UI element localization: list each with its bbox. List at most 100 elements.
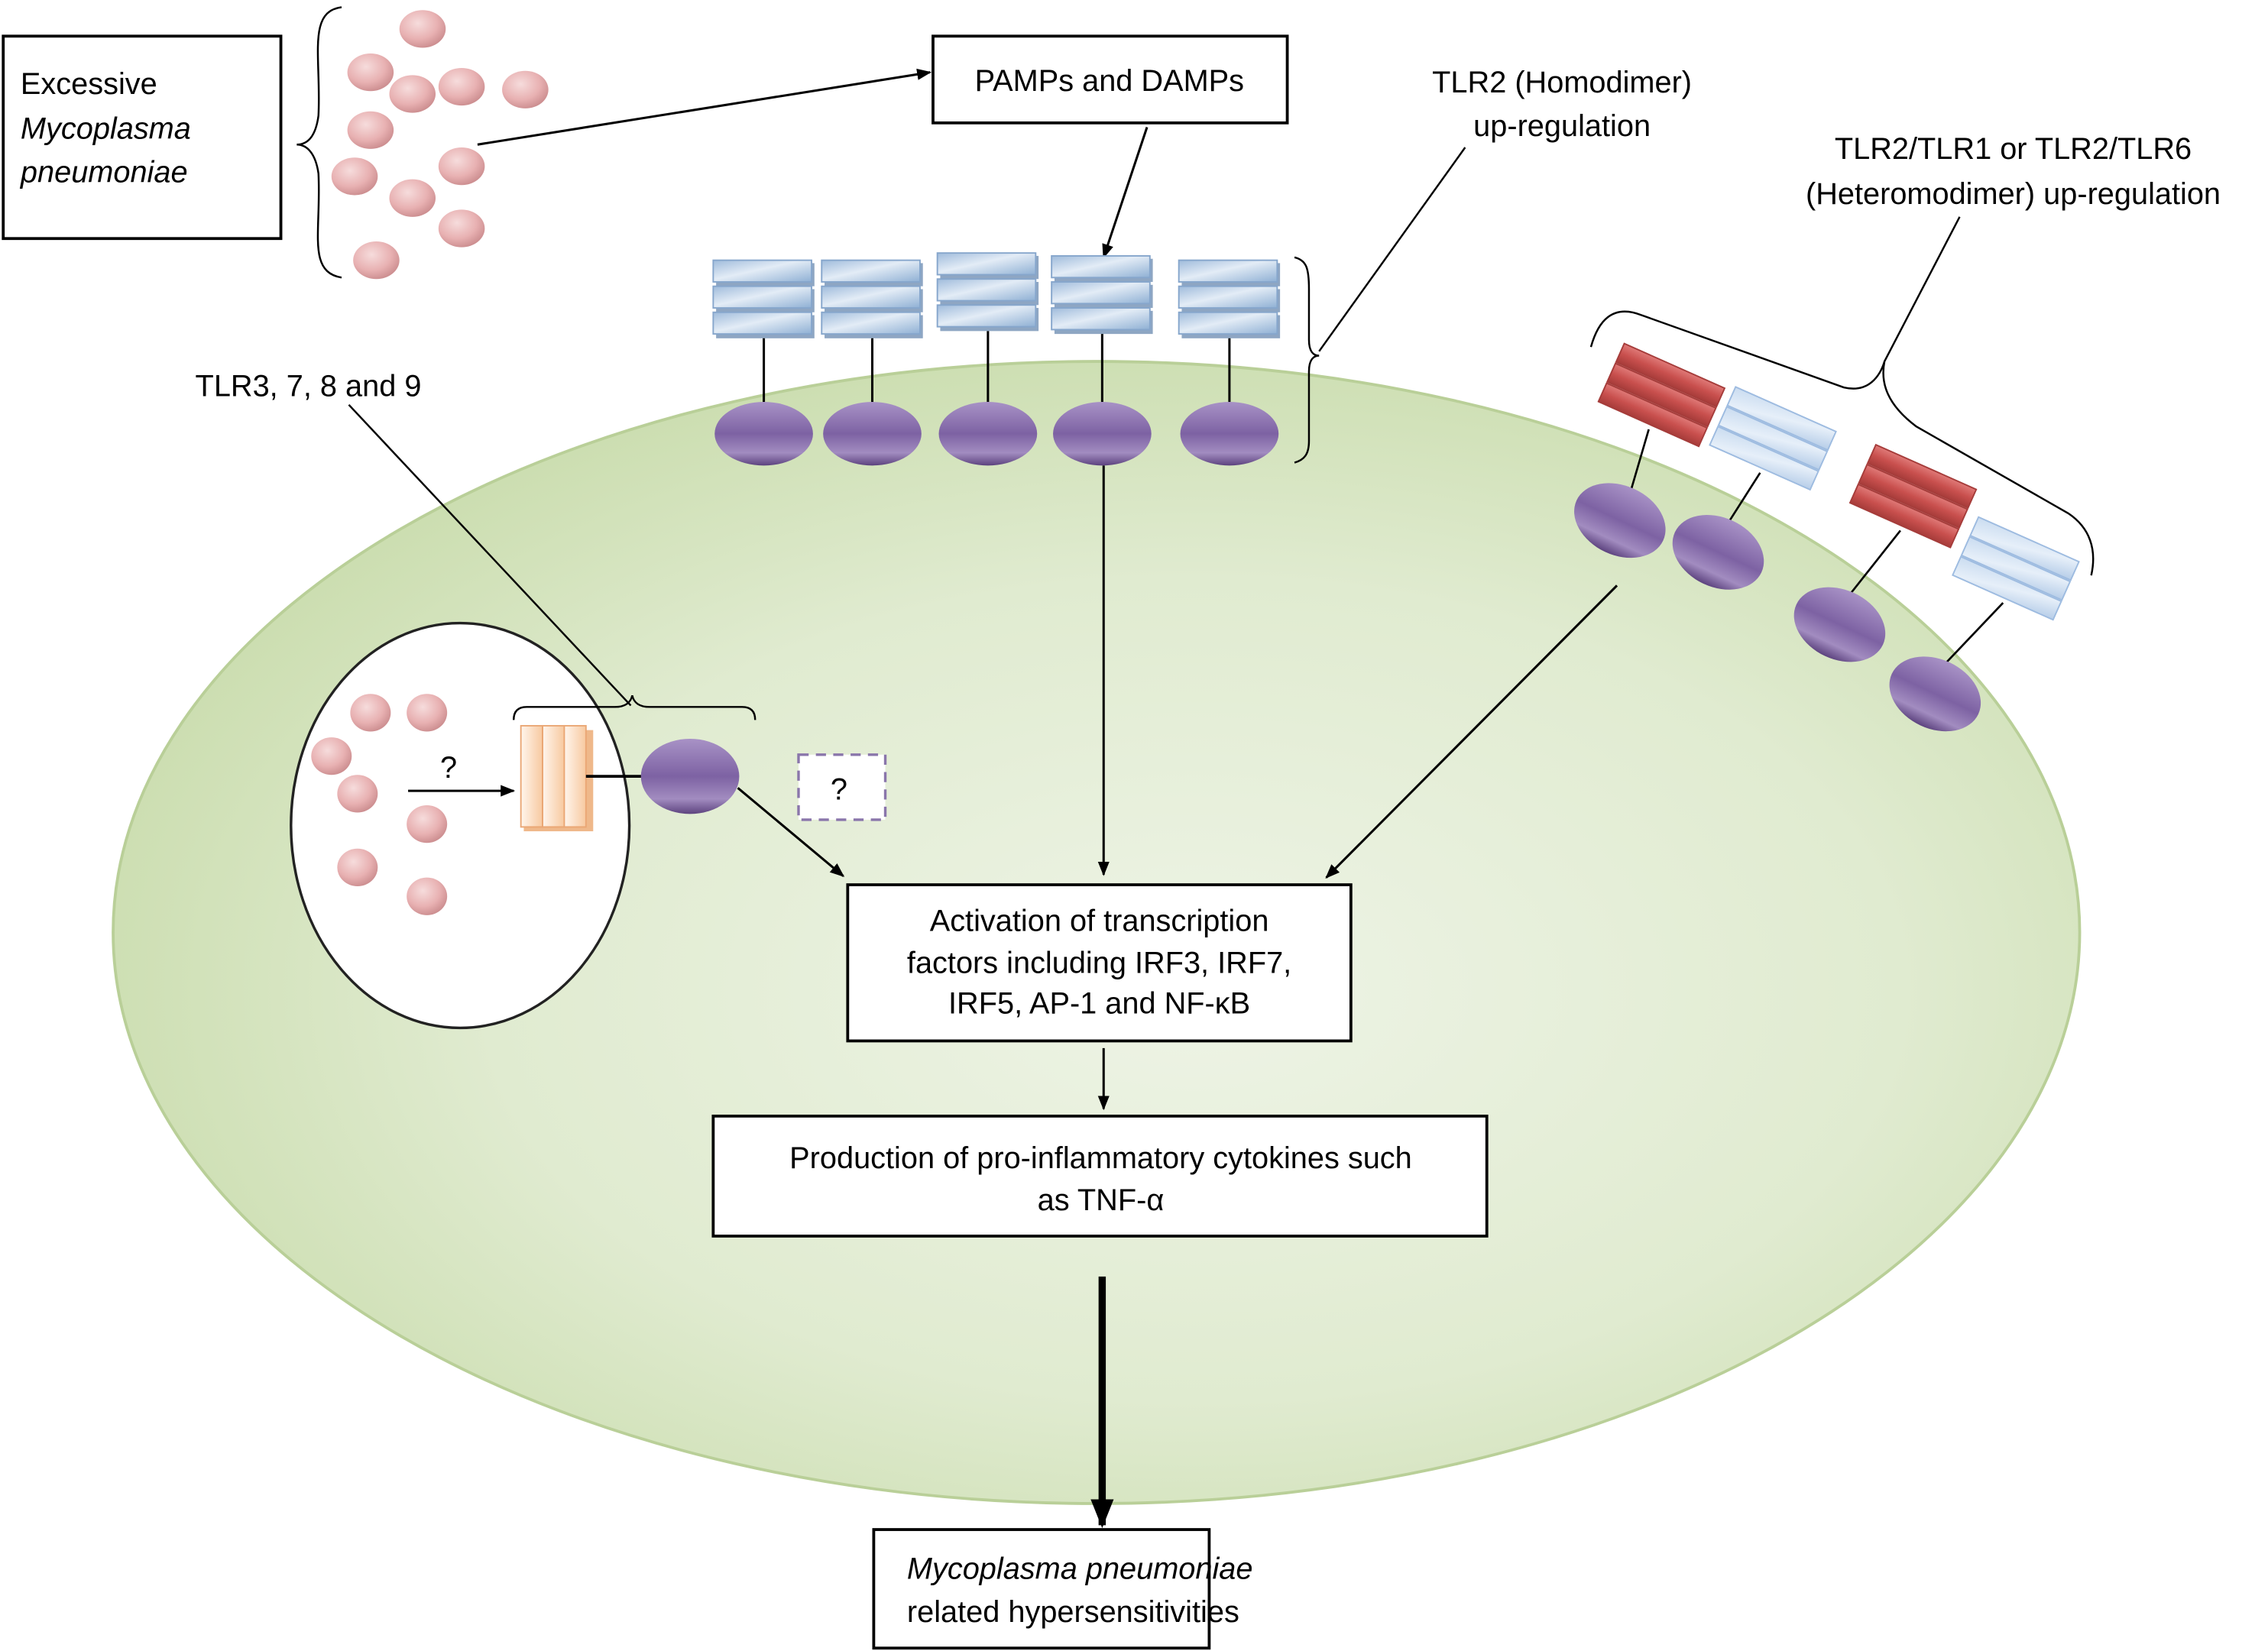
tlr2-receptor — [1672, 386, 1837, 590]
tlr2-receptor — [821, 259, 923, 466]
receptor-bar — [1051, 307, 1151, 331]
tlr2-receptor — [1178, 259, 1281, 466]
arrow-hetero-to-activation — [1325, 584, 1618, 879]
tlr-endosomal-leader — [348, 404, 632, 707]
receptor-bar — [1051, 254, 1151, 279]
outcome-line2: related hypersensitivities — [907, 1595, 1239, 1629]
bacterium — [331, 157, 378, 196]
receptor-bar — [821, 259, 921, 283]
receptor-bar — [1597, 382, 1709, 448]
receptor-stalk — [1850, 529, 1901, 594]
source-label-line3: pneumoniae — [20, 155, 188, 189]
receptor-bar — [1848, 483, 1960, 549]
tlr2-homodimer-label: TLR2 (Homodimer) up-regulation — [1432, 66, 1692, 143]
activation-line1: Activation of transcription — [930, 905, 1269, 938]
receptor-bar — [1051, 281, 1151, 305]
pamps-node: PAMPs and DAMPs — [932, 34, 1289, 125]
receptor-bar — [712, 285, 812, 309]
source-node: Excessive Mycoplasma pneumoniae — [2, 34, 283, 241]
receptor-bars — [1952, 516, 2080, 621]
receptor-bar — [1717, 406, 1829, 471]
tlr2-homo-brace — [1294, 256, 1320, 464]
tlr-endosomal-brace — [512, 694, 757, 720]
adaptor-myd88 — [938, 402, 1038, 466]
tlr2-homo-leader — [1318, 147, 1466, 352]
tlr2-receptor — [1889, 516, 2080, 732]
activation-line3: IRF5, AP-1 and NF-κB — [948, 986, 1250, 1020]
receptor-bars — [1597, 342, 1726, 448]
receptor-stalk — [1630, 429, 1650, 489]
bacteria-cluster — [331, 10, 549, 280]
bacterium — [502, 70, 549, 108]
adaptor-myd88 — [1053, 402, 1152, 466]
arrow-source-to-pamps — [477, 68, 932, 146]
bacterium — [311, 737, 352, 775]
bacterium — [337, 848, 378, 886]
receptor-bar — [1952, 555, 2062, 621]
production-line1: Production of pro-inflammatory cytokines… — [789, 1141, 1412, 1175]
receptor-bar — [712, 311, 812, 335]
adaptor-myd88 — [1180, 402, 1279, 466]
tlr2-hetero-brace — [1589, 216, 2095, 576]
bacterium — [337, 775, 378, 813]
bacterium — [389, 179, 436, 217]
source-label-line2: Mycoplasma — [21, 112, 191, 146]
tlr-heterodimer-receptors — [1574, 342, 2080, 732]
tlr2-receptor — [712, 259, 815, 466]
bacterium — [399, 10, 446, 48]
receptor-bar — [936, 278, 1037, 302]
bacteria-brace — [296, 6, 342, 279]
receptor-bar — [1178, 311, 1278, 335]
receptor-bar — [1709, 426, 1819, 491]
tlr2-hetero-line2: (Heteromodimer) up-regulation — [1806, 177, 2221, 211]
receptor-bar — [1615, 342, 1726, 408]
tlr-endosomal-receptor — [520, 724, 594, 832]
receptor-bars — [1848, 443, 1978, 549]
adaptor-myd88 — [823, 402, 922, 466]
adaptor-myd88 — [1672, 514, 1764, 590]
bacterium — [407, 694, 448, 732]
bacterium — [438, 67, 485, 106]
tlr-endosomal-label: TLR3, 7, 8 and 9 — [196, 369, 422, 403]
arrow-endosomal-to-activation — [737, 787, 845, 877]
receptor-bar — [1178, 259, 1278, 283]
tlr2-homo-line2: up-regulation — [1473, 109, 1651, 143]
unknown-adaptor-label: ? — [831, 772, 847, 806]
outcome-line1: Mycoplasma pneumoniae — [907, 1552, 1253, 1585]
activation-node: Activation of transcription factors incl… — [846, 883, 1353, 1043]
bacterium — [347, 53, 394, 92]
receptor-bar — [1726, 386, 1837, 452]
receptor-stalk — [1946, 602, 2004, 663]
bacterium — [407, 805, 448, 843]
tlr2-homo-line1: TLR2 (Homodimer) — [1432, 66, 1692, 99]
arrow-pamps-to-tlr2 — [1102, 127, 1149, 259]
unknown-adaptor-node: ? — [797, 753, 887, 821]
receptor-bar — [821, 311, 921, 335]
receptor-bar — [1858, 463, 1968, 529]
production-node: Production of pro-inflammatory cytokines… — [711, 1114, 1489, 1238]
bacterium — [438, 209, 485, 248]
adaptor-myd88 — [1793, 587, 1886, 662]
unknown-ligand-label: ? — [440, 751, 457, 785]
receptor-bar — [821, 285, 921, 309]
receptor-bar — [1178, 285, 1278, 309]
receptor-bar — [936, 252, 1037, 276]
tlr2-receptors — [712, 252, 1281, 466]
bacterium — [438, 147, 485, 186]
bacterium — [389, 75, 436, 113]
source-label-line1: Excessive — [21, 67, 157, 101]
receptor-bars — [1709, 386, 1837, 491]
adaptor-myd88 — [1574, 483, 1666, 558]
tlr2-heterodimer-label: TLR2/TLR1 or TLR2/TLR6 (Heteromodimer) u… — [1806, 132, 2221, 211]
bacterium — [350, 694, 391, 732]
receptor-bar — [1969, 516, 2080, 581]
receptor-bar — [1960, 536, 2072, 601]
receptor-bar — [712, 259, 812, 283]
tlr1-tlr6-receptor — [1574, 342, 1726, 558]
production-line2: as TNF-α — [1038, 1183, 1165, 1217]
bacterium — [353, 241, 400, 280]
endosomal-adaptor — [640, 738, 740, 814]
adaptor-myd88 — [1889, 656, 1981, 732]
bacterium — [407, 877, 448, 915]
